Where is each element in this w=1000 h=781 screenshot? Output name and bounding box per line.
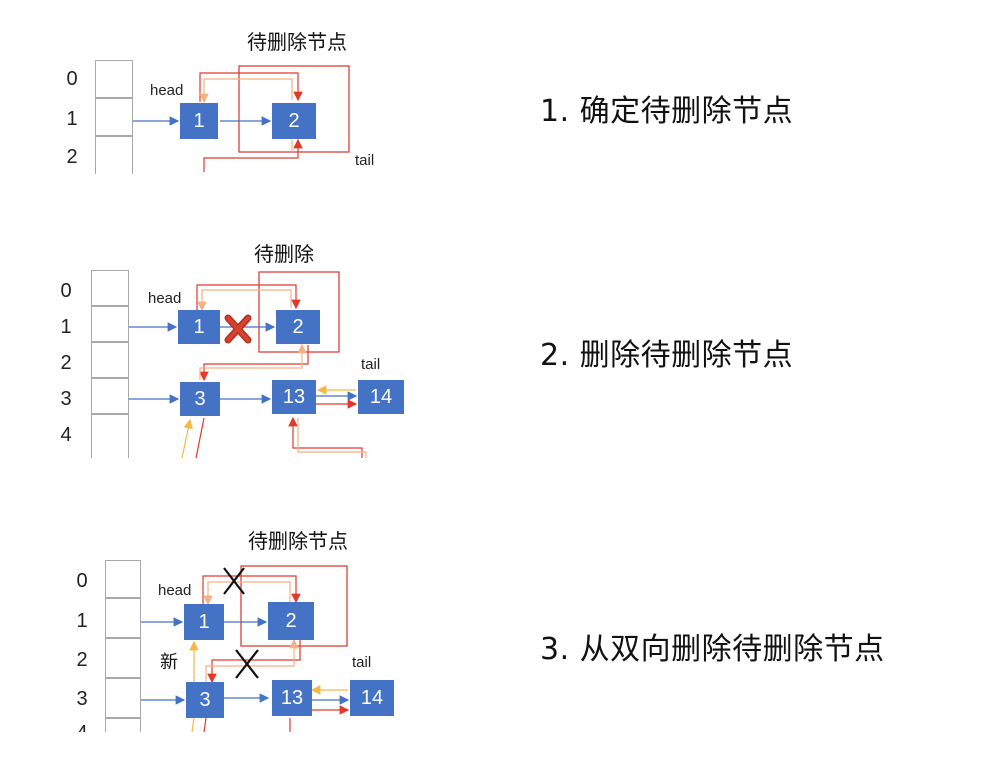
- before-pointer: [297, 418, 367, 458]
- array-index: 2: [76, 649, 88, 671]
- array-cell: [105, 638, 141, 678]
- after-pointer: [288, 416, 363, 458]
- panel1-caption: 待删除节点: [247, 30, 347, 54]
- array-cell: [105, 678, 141, 718]
- before-pointer: [199, 343, 307, 380]
- before-pointer: [196, 284, 301, 310]
- array-cell: [105, 598, 141, 638]
- step-3-text: 3. 从双向删除待删除节点: [540, 632, 885, 667]
- list-node: 1: [184, 604, 224, 640]
- array-cell: [91, 306, 129, 342]
- new-label: 新: [160, 652, 178, 673]
- array-cell: [95, 98, 133, 136]
- list-node: 2: [268, 602, 314, 640]
- array-cell: [105, 718, 141, 732]
- panel3-caption: 待删除节点: [248, 529, 348, 553]
- step-2-text: 2. 删除待删除节点: [540, 338, 794, 373]
- before-pointer: [202, 575, 301, 604]
- array-index: 0: [60, 280, 72, 302]
- panel2-caption: 待删除: [254, 242, 314, 266]
- list-node: 14: [358, 380, 404, 414]
- array-index: 0: [66, 68, 78, 90]
- before-pointer: [191, 717, 195, 733]
- tail-label: tail: [355, 152, 375, 169]
- tail-label: tail: [361, 356, 381, 373]
- list-node: 3: [180, 382, 220, 416]
- after-pointer: [203, 717, 207, 733]
- cut-x-icon: [235, 649, 259, 679]
- array-cell: [95, 60, 133, 98]
- after-pointer: [197, 289, 292, 312]
- after-pointer: [195, 417, 205, 459]
- head-label: head: [148, 290, 182, 307]
- list-node: 2: [276, 310, 320, 344]
- before-pointer: [181, 418, 193, 459]
- before-pointer: [205, 638, 299, 682]
- array-index: 2: [60, 352, 72, 374]
- list-node: 1: [178, 310, 220, 344]
- before-pointer: [199, 72, 303, 102]
- array-cell: [95, 136, 133, 174]
- array-index: 0: [76, 570, 88, 592]
- list-node: 13: [272, 380, 316, 414]
- list-node: 1: [180, 103, 218, 139]
- after-pointer: [203, 138, 303, 172]
- array-index: 3: [60, 388, 72, 410]
- array-index: 2: [66, 146, 78, 168]
- tail-label: tail: [352, 654, 372, 671]
- after-pointer: [199, 345, 309, 382]
- array-index: 1: [76, 610, 88, 632]
- step-1-text: 1. 确定待删除节点: [540, 94, 794, 129]
- list-node: 14: [350, 680, 394, 716]
- array-cell: [105, 560, 141, 598]
- array-cell: [91, 378, 129, 414]
- array-cell: [91, 270, 129, 306]
- after-pointer: [199, 78, 293, 104]
- head-label: head: [158, 582, 192, 599]
- array-cell: [91, 342, 129, 378]
- cut-x-icon: [223, 567, 245, 595]
- list-node: 3: [186, 682, 224, 718]
- list-node: 13: [272, 680, 312, 716]
- array-index: 3: [76, 688, 88, 710]
- array-index: 4: [72, 722, 92, 732]
- head-label: head: [150, 82, 184, 99]
- array-index: 1: [66, 108, 78, 130]
- array-cell: [91, 414, 129, 458]
- list-node: 2: [272, 103, 316, 139]
- delete-x-icon: [224, 314, 252, 344]
- after-pointer: [207, 640, 301, 684]
- after-pointer: [203, 581, 291, 606]
- array-index: 4: [60, 424, 72, 446]
- array-index: 1: [60, 316, 72, 338]
